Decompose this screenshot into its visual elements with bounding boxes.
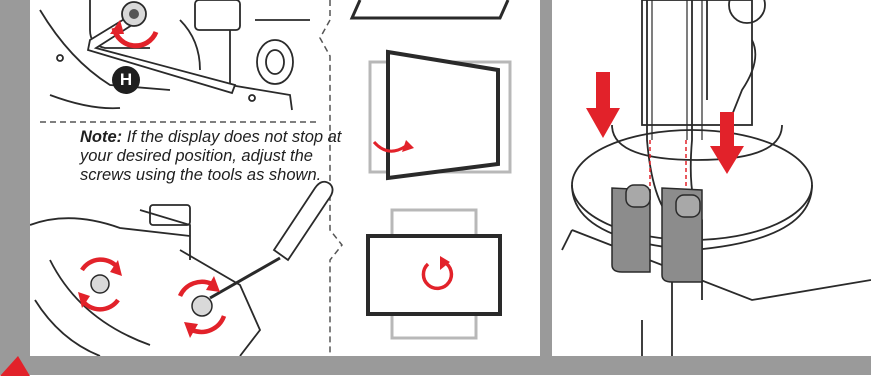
frame-divider bbox=[540, 0, 552, 358]
pole-clip-illustration bbox=[552, 0, 871, 356]
corner-marker bbox=[0, 356, 40, 376]
down-arrow-left-icon bbox=[586, 72, 620, 138]
note-paragraph: Note: If the display does not stop at yo… bbox=[80, 128, 350, 185]
frame-left-bar bbox=[0, 0, 30, 375]
h-badge-letter: H bbox=[96, 70, 156, 90]
screwdriver-mount-illustration bbox=[30, 205, 260, 356]
monitor-top-icon bbox=[352, 0, 508, 18]
screw-right bbox=[180, 276, 224, 338]
mount-hex-illustration bbox=[40, 0, 310, 110]
monitor-tilt-icon bbox=[370, 52, 510, 178]
right-panel bbox=[552, 0, 871, 356]
screw-left bbox=[78, 260, 122, 310]
monitor-rotate-icon bbox=[368, 210, 500, 338]
left-panel: Note: If the display does not stop at yo… bbox=[30, 0, 540, 356]
screwdriver bbox=[210, 182, 333, 298]
frame-bottom-bar bbox=[0, 356, 871, 375]
note-label: Note: bbox=[80, 128, 122, 146]
